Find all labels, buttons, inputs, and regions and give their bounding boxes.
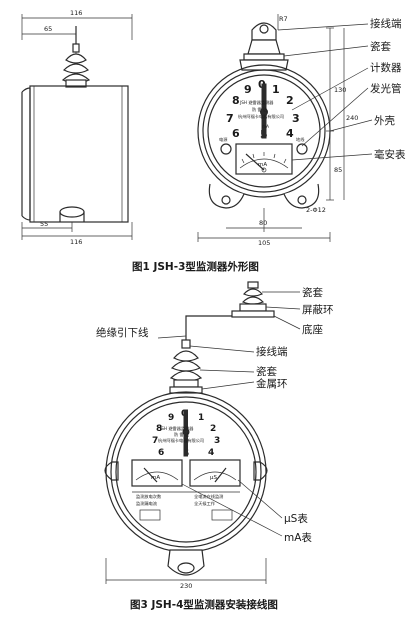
dim-side-bottom: 55: [40, 220, 48, 228]
dim-width: 230: [180, 582, 192, 590]
dial-num-1: 1: [272, 83, 280, 96]
dial-subtitle: 防 雷 达: [252, 106, 268, 113]
insulated-wire: [185, 315, 232, 346]
dim-side-left: 65: [44, 25, 52, 33]
dial-unit: mA: [262, 124, 269, 129]
dim-center: 80: [259, 219, 267, 227]
ma-meter-unit: mA: [151, 475, 160, 481]
dial-num-4: 4: [286, 127, 294, 140]
info-plates: 监测放电次数 监测漏电流 全电流在线监测 全天候工作: [132, 491, 240, 521]
dial2-num-2: 2: [210, 424, 216, 434]
info-line-3: 全电流在线监测: [194, 493, 223, 500]
lamp-left: [220, 143, 232, 155]
label-us-meter: μS表: [284, 512, 308, 525]
lamp-right-label: 地线: [296, 136, 305, 142]
info-line-1: 监测放电次数: [136, 493, 162, 500]
us-meter-unit: μS: [210, 475, 217, 481]
label-terminal-2: 接线端: [256, 345, 288, 358]
base: [231, 310, 275, 318]
dial-num-8: 8: [232, 94, 240, 107]
label-porcelain: 瓷套: [370, 40, 391, 53]
label-metal-ring: 金属环: [256, 377, 288, 390]
side-view: 116 65 55: [21, 9, 133, 246]
monitor-bushing: [169, 339, 255, 394]
label-insulated-wire: 绝缘引下线: [96, 326, 149, 339]
milliammeter: mA: [235, 143, 293, 175]
counter-dial: 0 1 2 3 4 5 6 7 8 9 JSH 避雷器监测器 防 雷 达 杭州阿…: [226, 78, 300, 141]
dial-num-9: 9: [244, 83, 252, 96]
label-base: 底座: [302, 323, 323, 336]
label-ammeter: 毫安表: [374, 148, 406, 161]
lamp-left-label: 电源: [219, 136, 228, 143]
label-lamp: 发光管: [370, 82, 402, 95]
label-porcelain-top: 瓷套: [302, 286, 323, 299]
figure1-caption: 图1 JSH-3型监测器外形图: [132, 260, 259, 273]
label-terminal: 接线端: [370, 17, 402, 30]
dial2-num-1: 1: [198, 413, 204, 423]
dial2-subtitle: 防 雷 达: [174, 431, 190, 438]
dim-hole: 2-Φ12: [306, 206, 326, 214]
dial2-num-3: 3: [214, 436, 220, 446]
dim-h-upper: 130: [334, 86, 346, 94]
figure1: 116 65 55: [21, 9, 406, 273]
label-shield-ring: 屏蔽环: [302, 304, 334, 316]
ma-meter: mA: [131, 459, 183, 487]
counter-dial-2: 0 1 2 3 4 5 6 7 8 9 JSH 避雷器监测器 防 雷 达 杭州阿…: [152, 409, 220, 459]
info-line-4: 全天候工作: [194, 500, 216, 507]
label-counter: 计数器: [370, 61, 402, 74]
ammeter-unit: mA: [258, 162, 267, 168]
dial-maker: 杭州阿福卡电器有限公司: [238, 113, 284, 120]
top-insulator: [231, 281, 301, 330]
label-ma-meter: mA表: [284, 531, 312, 544]
us-meter: μS: [189, 459, 241, 487]
lamp-right: [296, 143, 308, 155]
dial2-num-4: 4: [208, 448, 214, 458]
dim-side-width-bottom: 116: [70, 238, 82, 246]
dim-r-top: R7: [279, 15, 288, 23]
dial2-num-8: 8: [156, 424, 162, 434]
dial2-num-9: 9: [168, 413, 174, 423]
dial-num-2: 2: [286, 94, 294, 107]
dial-num-6: 6: [232, 127, 240, 140]
dial2-title: JSH 避雷器监测器: [159, 425, 194, 432]
label-shell: 外壳: [374, 114, 395, 127]
dial-num-7: 7: [226, 112, 234, 125]
dim-h-lower: 85: [334, 166, 342, 174]
dial-num-3: 3: [292, 112, 300, 125]
figure2: 瓷套 屏蔽环 底座 绝缘引下线 接线端 瓷套 金属环: [96, 281, 334, 611]
dim-front-height: 240: [346, 114, 358, 122]
monitor-housing: [104, 391, 268, 576]
info-line-2: 监测漏电流: [136, 500, 158, 507]
figure2-caption: 图3 JSH-4型监测器安装接线图: [130, 598, 278, 611]
dim-front-width: 105: [258, 239, 270, 247]
dial-title: JSH 避雷器监测器: [239, 99, 274, 106]
dial2-num-6: 6: [158, 448, 164, 458]
label-porcelain-2: 瓷套: [256, 365, 277, 378]
dial2-num-7: 7: [152, 436, 158, 446]
front-view: R7 0 1 2 3 4 5 6 7 8 9: [197, 14, 373, 247]
dial2-maker: 杭州阿福卡电器有限公司: [158, 437, 204, 444]
dim-side-width-top: 116: [70, 9, 82, 17]
shield-ring: [239, 303, 267, 312]
